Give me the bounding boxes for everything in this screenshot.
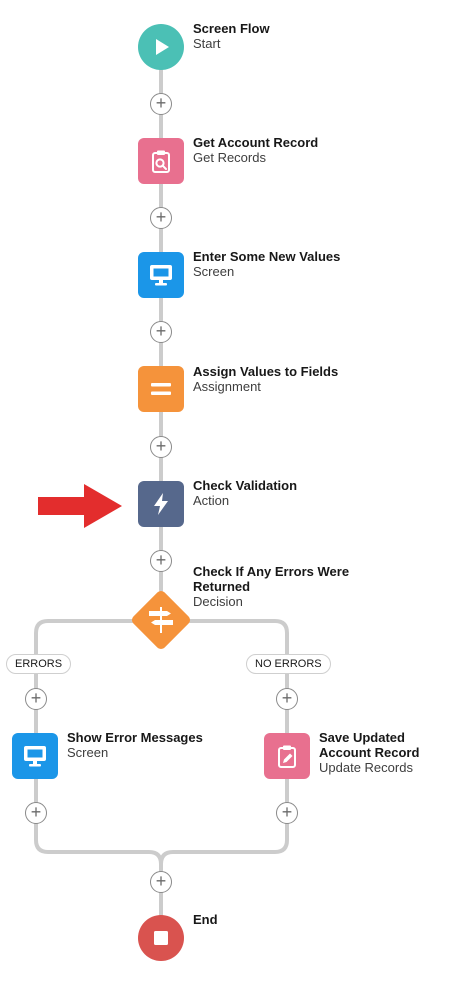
add-element-button[interactable]: + bbox=[150, 207, 172, 229]
red-arrow-icon bbox=[38, 484, 122, 528]
decision-subtitle: Decision bbox=[193, 594, 243, 609]
outcome-no-errors[interactable]: NO ERRORS bbox=[246, 654, 331, 674]
show-error-title: Show Error Messages bbox=[67, 730, 203, 745]
add-element-button[interactable]: + bbox=[276, 802, 298, 824]
action-subtitle: Action bbox=[193, 493, 230, 508]
decision-icon bbox=[149, 607, 173, 633]
equals-icon bbox=[151, 383, 171, 395]
show-error-screen-node[interactable] bbox=[12, 733, 58, 779]
screen-node[interactable] bbox=[138, 252, 184, 298]
action-title: Check Validation bbox=[193, 478, 298, 493]
decision-node[interactable] bbox=[129, 588, 193, 652]
update-records-subtitle: Update Records bbox=[319, 760, 413, 775]
add-element-button[interactable]: + bbox=[150, 436, 172, 458]
end-title: End bbox=[193, 912, 218, 927]
add-element-button[interactable]: + bbox=[150, 550, 172, 572]
show-error-label: Show Error Messages Screen bbox=[67, 730, 203, 760]
screen-label: Enter Some New Values Screen bbox=[193, 249, 340, 279]
get-records-label: Get Account Record Get Records bbox=[193, 135, 318, 165]
add-element-button[interactable]: + bbox=[150, 321, 172, 343]
update-records-title: Save Updated Account Record bbox=[319, 730, 420, 760]
outcome-errors[interactable]: ERRORS bbox=[6, 654, 72, 674]
start-node[interactable] bbox=[138, 24, 184, 70]
end-node[interactable] bbox=[138, 915, 184, 961]
add-element-button[interactable]: + bbox=[25, 688, 47, 710]
play-icon bbox=[156, 39, 169, 55]
monitor-icon bbox=[150, 265, 172, 286]
show-error-subtitle: Screen bbox=[67, 745, 109, 760]
add-element-button[interactable]: + bbox=[150, 93, 172, 115]
add-element-button[interactable]: + bbox=[25, 802, 47, 824]
add-element-button[interactable]: + bbox=[150, 871, 172, 893]
start-label: Screen Flow Start bbox=[193, 21, 270, 51]
screen-subtitle: Screen bbox=[193, 264, 235, 279]
lightning-icon bbox=[154, 493, 168, 515]
update-records-label: Save Updated Account Record Update Recor… bbox=[319, 730, 459, 775]
assignment-title: Assign Values to Fields bbox=[193, 364, 339, 379]
assignment-subtitle: Assignment bbox=[193, 379, 261, 394]
get-records-title: Get Account Record bbox=[193, 135, 319, 150]
action-label: Check Validation Action bbox=[193, 478, 297, 508]
update-records-node[interactable] bbox=[264, 733, 310, 779]
action-node[interactable] bbox=[138, 481, 184, 527]
start-subtitle: Start bbox=[193, 36, 221, 51]
add-element-button[interactable]: + bbox=[276, 688, 298, 710]
decision-title: Check If Any Errors Were Returned bbox=[193, 564, 350, 594]
get-records-node[interactable] bbox=[138, 138, 184, 184]
get-records-subtitle: Get Records bbox=[193, 150, 266, 165]
decision-label: Check If Any Errors Were Returned Decisi… bbox=[193, 564, 363, 609]
assignment-label: Assign Values to Fields Assignment bbox=[193, 364, 338, 394]
monitor-icon bbox=[24, 746, 46, 767]
screen-title: Enter Some New Values bbox=[193, 249, 341, 264]
clipboard-edit-icon bbox=[278, 745, 296, 768]
clipboard-search-icon bbox=[152, 150, 170, 173]
end-label: End bbox=[193, 912, 218, 927]
stop-icon bbox=[154, 931, 168, 945]
assignment-node[interactable] bbox=[138, 366, 184, 412]
start-title: Screen Flow bbox=[193, 21, 270, 36]
